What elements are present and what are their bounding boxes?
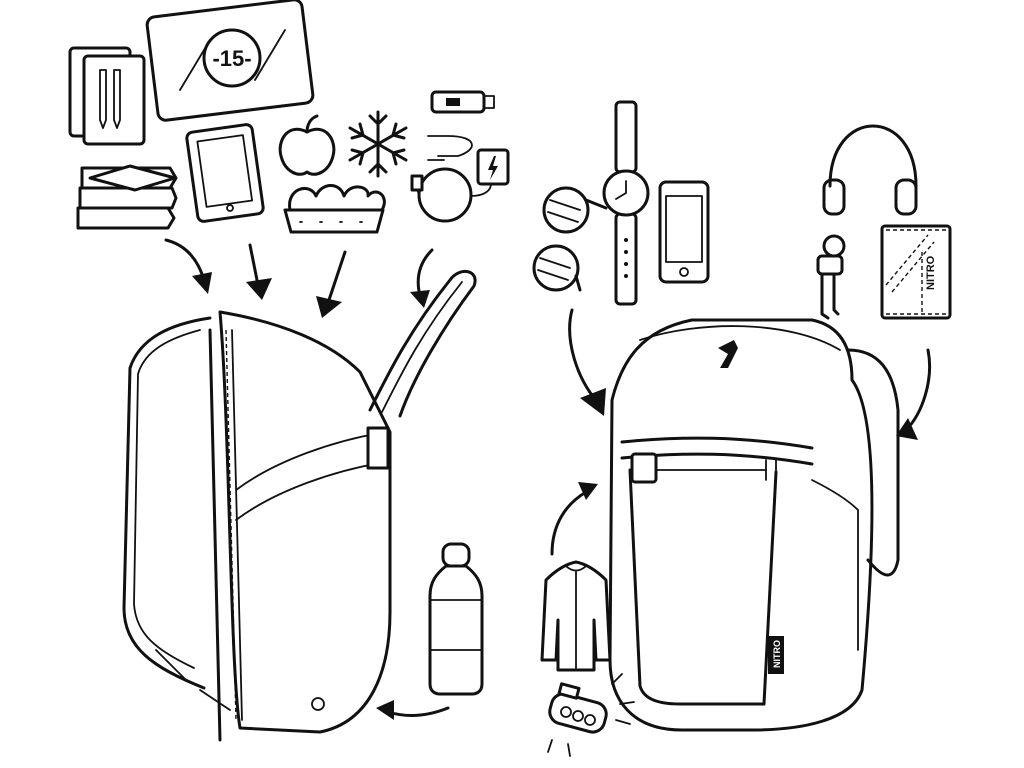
arrow-icon <box>316 250 347 318</box>
arrow-icon <box>568 308 606 416</box>
charger-cable-icon <box>410 135 510 223</box>
sandwich-icon <box>283 184 386 234</box>
wallet-icon: NITRO <box>880 224 952 320</box>
arrow-icon <box>410 248 434 308</box>
arrow-icon <box>896 348 932 440</box>
snowflake-icon <box>348 110 408 178</box>
arrow-icon <box>550 482 598 556</box>
apple-icon <box>278 114 336 176</box>
keys-icon <box>816 234 846 320</box>
headphones-icon <box>822 124 918 216</box>
arrow-icon <box>376 700 450 720</box>
bike-light-icon <box>547 673 635 757</box>
sunglasses-icon <box>532 186 608 292</box>
gift-card-icon: -15- <box>145 0 315 122</box>
arrow-icon <box>164 238 212 294</box>
backpack-open-icon <box>122 270 477 742</box>
books-icon <box>76 164 178 230</box>
wallet-brand-logo: NITRO <box>925 255 937 290</box>
water-bottle-icon <box>428 542 484 696</box>
tablet-icon <box>185 123 265 223</box>
backpack-brand-logo: NITRO <box>772 640 782 668</box>
notebook-pens-icon <box>68 46 146 146</box>
smartphone-icon <box>658 180 710 284</box>
backpack-closed-icon: NITRO <box>608 318 900 732</box>
jacket-icon <box>540 560 612 672</box>
usb-stick-icon <box>430 90 495 114</box>
coupon-label: -15- <box>212 46 251 71</box>
wristwatch-icon <box>602 100 650 306</box>
arrow-icon <box>246 243 272 300</box>
